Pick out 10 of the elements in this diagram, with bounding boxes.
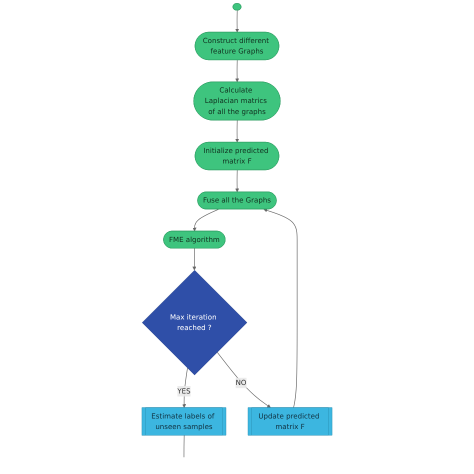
- arrow: [182, 368, 188, 408]
- connector: [184, 435, 185, 458]
- arrow: [235, 170, 240, 192]
- arrow: [235, 60, 240, 82]
- arrow: [263, 208, 298, 408]
- arrow: [192, 248, 196, 270]
- arrow: [235, 120, 240, 143]
- arrow: [216, 352, 271, 408]
- arrow: [235, 10, 240, 33]
- arrow: [192, 208, 219, 232]
